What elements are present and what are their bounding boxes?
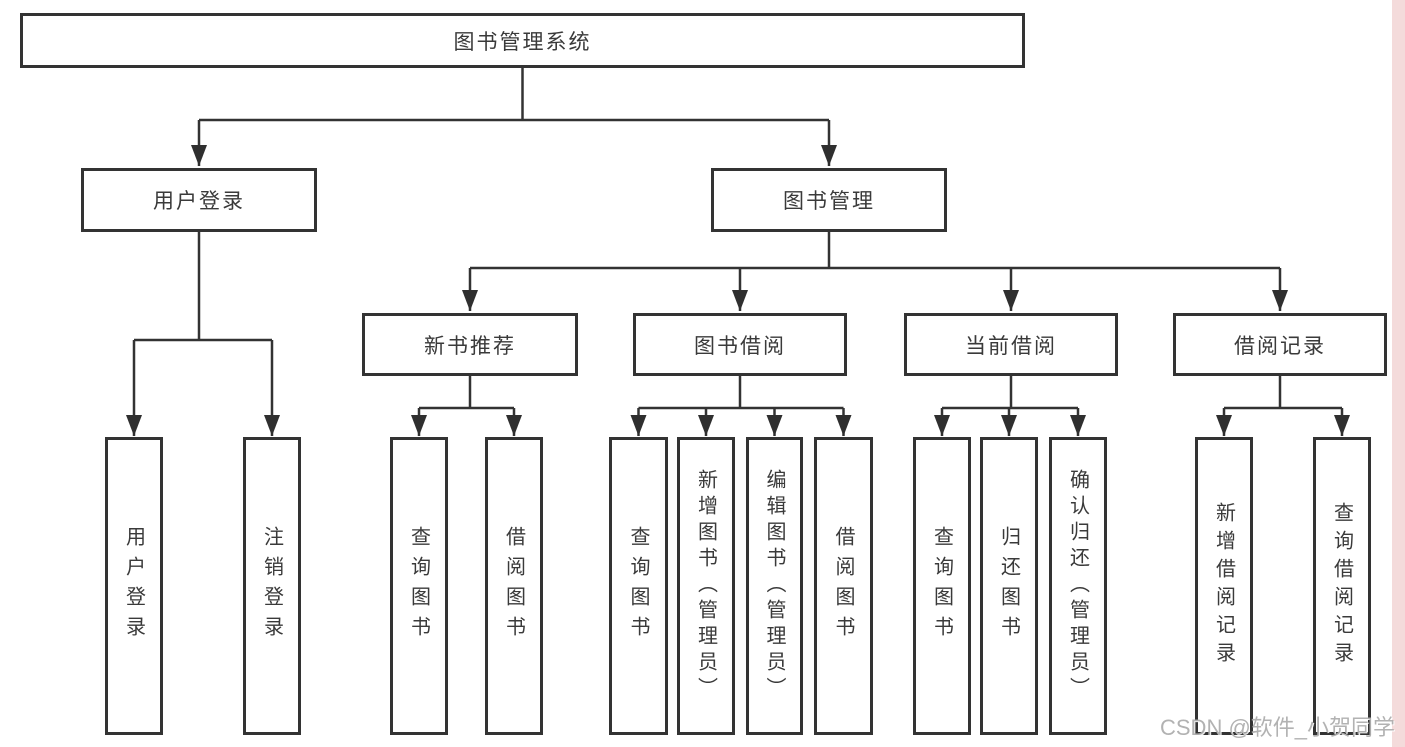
node-current-borrow: 当前借阅 <box>904 313 1118 376</box>
leaf-nb-query-book-label: 查询图书 <box>407 526 430 646</box>
node-book-mgmt: 图书管理 <box>711 168 947 232</box>
connector-current-borrow-split <box>942 376 1078 410</box>
leaf-ul-logout-label: 注销登录 <box>260 526 283 646</box>
leaf-ul-logout: 注销登录 <box>243 437 301 735</box>
node-root: 图书管理系统 <box>20 13 1025 68</box>
connector-book-borrow-split <box>638 376 844 410</box>
leaf-bb-query-book-label: 查询图书 <box>627 526 649 646</box>
node-book-borrow-label: 图书借阅 <box>694 334 786 358</box>
leaf-br-query-record-label: 查询借阅记录 <box>1330 502 1353 670</box>
leaf-br-query-record: 查询借阅记录 <box>1313 437 1371 735</box>
node-borrow-record: 借阅记录 <box>1173 313 1387 376</box>
csdn-watermark: CSDN @软件_小贺同学 <box>1160 715 1396 740</box>
leaf-cb-confirm-return: 确认归还（管理员） <box>1049 437 1107 735</box>
leaf-ul-user-login-label: 用户登录 <box>122 526 145 646</box>
connector-book-mgmt-split <box>470 232 1280 270</box>
leaf-bb-borrow-book: 借阅图书 <box>814 437 873 735</box>
leaf-br-add-record-label: 新增借阅记录 <box>1212 502 1235 670</box>
node-current-borrow-label: 当前借阅 <box>965 334 1057 358</box>
leaf-br-add-record: 新增借阅记录 <box>1195 437 1253 735</box>
connector-user-login-split <box>134 232 272 342</box>
node-borrow-record-label: 借阅记录 <box>1234 334 1326 358</box>
leaf-bb-edit-book-label: 编辑图书（管理员） <box>763 469 785 703</box>
connector-new-book-rec-split <box>419 376 514 410</box>
leaf-cb-return-book-label: 归还图书 <box>997 526 1020 646</box>
node-new-book-rec: 新书推荐 <box>362 313 578 376</box>
leaf-cb-confirm-return-label: 确认归还（管理员） <box>1066 469 1089 703</box>
connector-root-split <box>199 68 829 122</box>
leaf-cb-query-book-label: 查询图书 <box>930 526 953 646</box>
node-book-mgmt-label: 图书管理 <box>783 190 875 213</box>
leaf-nb-borrow-book: 借阅图书 <box>485 437 543 735</box>
leaf-bb-borrow-book-label: 借阅图书 <box>832 526 854 646</box>
leaf-bb-query-book: 查询图书 <box>609 437 668 735</box>
leaf-bb-add-book-label: 新增图书（管理员） <box>694 469 717 703</box>
leaf-bb-add-book: 新增图书（管理员） <box>677 437 735 735</box>
node-user-login-label: 用户登录 <box>153 190 245 213</box>
node-user-login: 用户登录 <box>81 168 317 232</box>
leaf-bb-edit-book: 编辑图书（管理员） <box>746 437 803 735</box>
leaf-cb-query-book: 查询图书 <box>913 437 971 735</box>
node-book-borrow: 图书借阅 <box>633 313 847 376</box>
node-root-label: 图书管理系统 <box>453 30 592 54</box>
leaf-nb-query-book: 查询图书 <box>390 437 448 735</box>
leaf-cb-return-book: 归还图书 <box>980 437 1038 735</box>
node-new-book-rec-label: 新书推荐 <box>424 334 516 358</box>
right-edge-strip <box>1392 0 1405 747</box>
leaf-nb-borrow-book-label: 借阅图书 <box>502 526 525 646</box>
connector-borrow-record-split <box>1224 376 1342 410</box>
leaf-ul-user-login: 用户登录 <box>105 437 163 735</box>
